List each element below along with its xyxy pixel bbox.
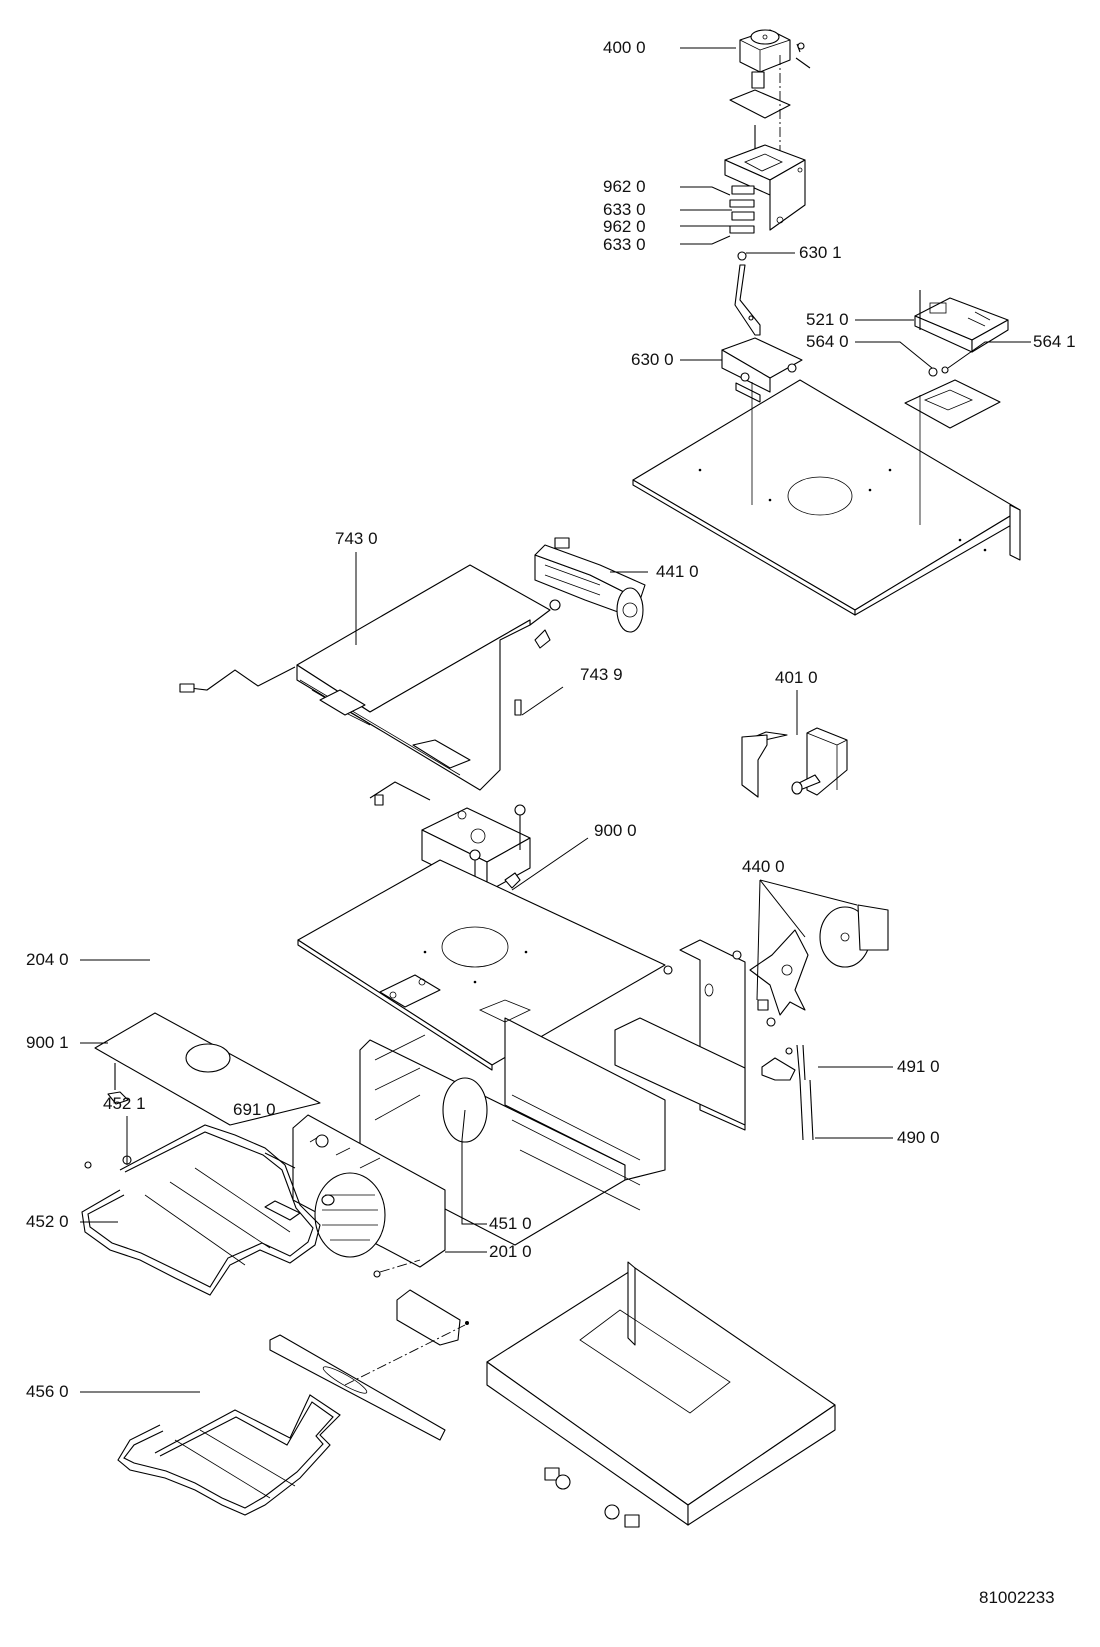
part-top-panel — [632, 379, 1021, 616]
part-label-521-0: 521 0 — [806, 310, 849, 329]
part-label-743-9: 743 9 — [580, 665, 623, 684]
part-connector-691 — [264, 1194, 335, 1221]
part-label-564-1: 564 1 — [1033, 332, 1076, 351]
part-label-456-0: 456 0 — [26, 1382, 69, 1401]
part-label-204-0: 204 0 — [26, 950, 69, 969]
part-control-board-521 — [914, 297, 1009, 353]
part-label-564-0: 564 0 — [806, 332, 849, 351]
part-element-bracket — [269, 1289, 469, 1441]
part-label-900-0: 900 0 — [594, 821, 637, 840]
part-label-743-0: 743 0 — [335, 529, 378, 548]
part-screw-564-1 — [941, 366, 949, 374]
part-convection-fan-440 — [749, 879, 889, 1016]
part-label-633-0: 633 0 — [603, 235, 646, 254]
part-label-490-0: 490 0 — [897, 1128, 940, 1147]
part-washer-630-1 — [737, 251, 747, 261]
part-shelf-204 — [94, 1012, 321, 1126]
part-label-491-0: 491 0 — [897, 1057, 940, 1076]
part-tangential-fan-441 — [534, 537, 646, 633]
part-oven-top-plate — [297, 859, 666, 1071]
part-label-691-0: 691 0 — [233, 1100, 276, 1119]
part-grill-heater-452 — [81, 1124, 321, 1296]
part-switch-401 — [741, 727, 848, 798]
leader-lines — [80, 47, 1031, 1393]
document-number: 81002233 — [979, 1588, 1055, 1607]
part-label-900-1: 900 1 — [26, 1033, 69, 1052]
part-rod — [734, 264, 761, 336]
part-label-452-1: 452 1 — [103, 1094, 146, 1113]
part-label-400-0: 400 0 — [603, 38, 646, 57]
part-air-duct-743 — [179, 564, 561, 806]
part-label-441-0: 441 0 — [656, 562, 699, 581]
part-label-630-1: 630 1 — [799, 243, 842, 262]
part-label-630-0: 630 0 — [631, 350, 674, 369]
part-timer-motor-400 — [729, 29, 811, 119]
part-label-401-0: 401 0 — [775, 668, 818, 687]
part-screw — [373, 1270, 381, 1278]
part-label-633-0: 633 0 — [603, 200, 646, 219]
part-label-962-0: 962 0 — [603, 217, 646, 236]
part-label-452-0: 452 0 — [26, 1212, 69, 1231]
part-back-panel — [614, 939, 776, 1131]
part-front-frame-201 — [292, 1114, 446, 1268]
part-label-451-0: 451 0 — [489, 1214, 532, 1233]
part-bottom-tray — [486, 1261, 836, 1528]
part-bracket-switches — [724, 144, 806, 234]
part-board-support — [904, 379, 1001, 429]
part-label-201-0: 201 0 — [489, 1242, 532, 1261]
part-label-440-0: 440 0 — [742, 857, 785, 876]
part-terminal-block-491 — [761, 1047, 796, 1081]
part-nut-564-0 — [928, 367, 938, 377]
part-power-cable-490 — [796, 1044, 814, 1141]
part-bottom-heater-456 — [117, 1394, 341, 1516]
part-label-962-0: 962 0 — [603, 177, 646, 196]
